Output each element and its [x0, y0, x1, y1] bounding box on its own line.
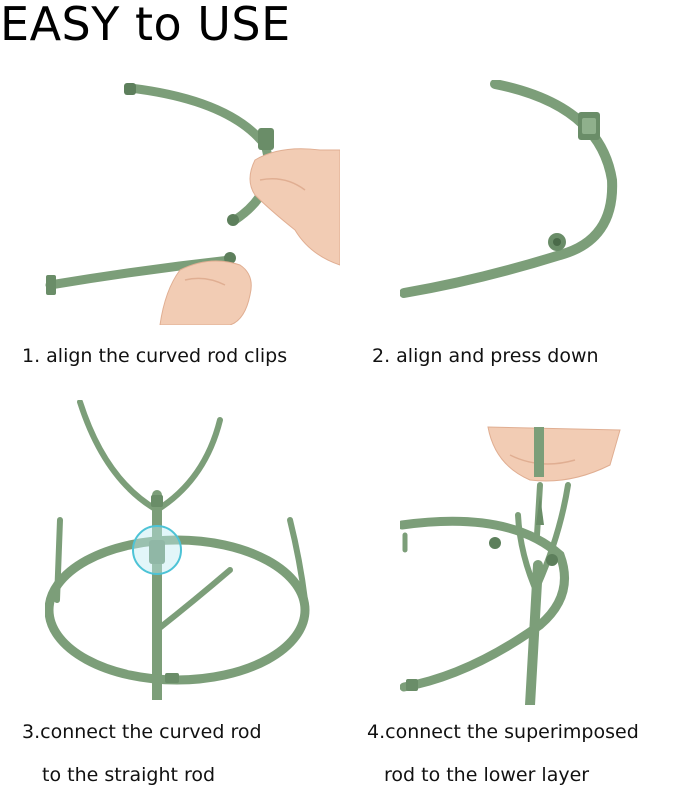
step-2-illustration [400, 80, 630, 305]
page-title: EASY to USE [0, 0, 291, 51]
step-1-caption: 1. align the curved rod clips [22, 345, 288, 367]
step-1-illustration [40, 80, 340, 325]
step-4-illustration [400, 425, 630, 705]
step-3-caption-line-1: 3.connect the curved rod [22, 721, 262, 743]
step-4-caption-line-2: rod to the lower layer [384, 764, 590, 786]
step-2-caption: 2. align and press down [372, 345, 599, 367]
step-3-illustration [45, 400, 315, 700]
step-3-caption-line-2: to the straight rod [42, 764, 216, 786]
step-4-caption-line-1: 4.connect the superimposed [367, 721, 639, 743]
